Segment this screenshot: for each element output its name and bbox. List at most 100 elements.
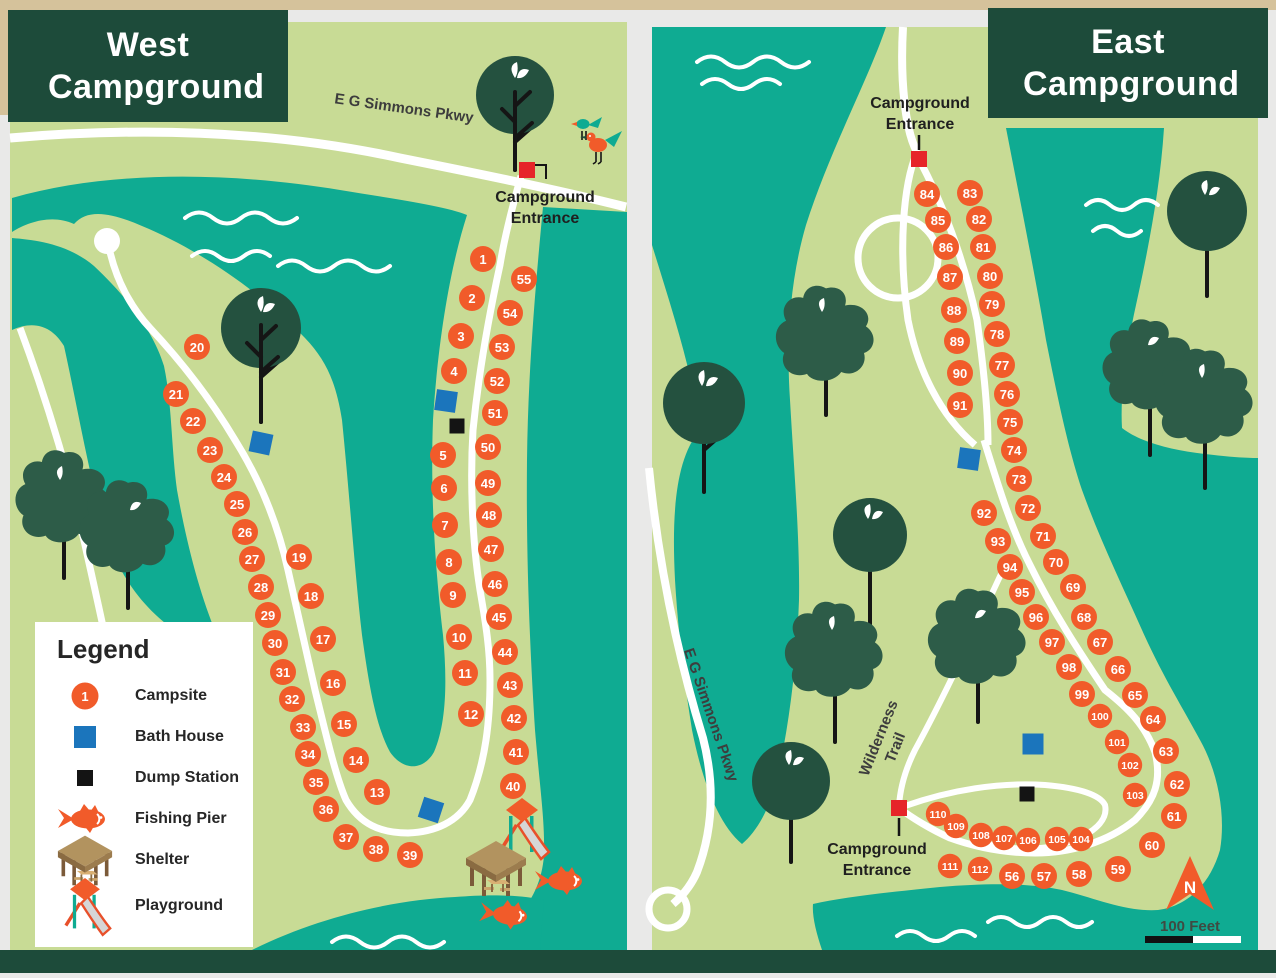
campsite-marker-50: 50 — [475, 434, 501, 460]
campsite-marker-49: 49 — [475, 470, 501, 496]
campsite-marker-1: 1 — [470, 246, 496, 272]
left-border — [0, 0, 8, 115]
west-entrance-label: Campground Entrance — [495, 189, 595, 227]
campsite-marker-71: 71 — [1030, 523, 1056, 549]
svg-text:65: 65 — [1128, 688, 1142, 703]
legend-row-playground: Playground — [57, 876, 253, 937]
campsite-marker-83: 83 — [957, 180, 983, 206]
top-border — [0, 0, 1276, 10]
campsite-marker-26: 26 — [232, 519, 258, 545]
svg-text:75: 75 — [1003, 415, 1017, 430]
campground-entrance-marker — [891, 800, 907, 816]
playground-icon — [57, 873, 113, 939]
svg-text:20: 20 — [190, 340, 204, 355]
water-waves — [695, 54, 1160, 943]
svg-text:111: 111 — [942, 861, 959, 873]
svg-text:66: 66 — [1111, 662, 1125, 677]
campsite-marker-89: 89 — [944, 328, 970, 354]
svg-text:102: 102 — [1121, 760, 1139, 772]
svg-text:5: 5 — [439, 448, 446, 463]
svg-text:16: 16 — [326, 676, 340, 691]
svg-text:103: 103 — [1126, 790, 1144, 802]
svg-text:98: 98 — [1062, 660, 1076, 675]
campsite-marker-21: 21 — [163, 381, 189, 407]
campsite-marker-63: 63 — [1153, 738, 1179, 764]
campsite-marker-42: 42 — [501, 705, 527, 731]
svg-text:11: 11 — [458, 666, 472, 681]
svg-text:101: 101 — [1108, 737, 1126, 749]
svg-text:79: 79 — [985, 297, 999, 312]
svg-text:6: 6 — [440, 481, 447, 496]
scale-bar — [1145, 936, 1241, 943]
campsite-marker-34: 34 — [295, 741, 321, 767]
svg-text:64: 64 — [1146, 712, 1161, 727]
campsite-marker-76: 76 — [994, 381, 1020, 407]
svg-text:2: 2 — [468, 291, 475, 306]
svg-text:38: 38 — [369, 842, 383, 857]
campground-entrance-marker — [519, 162, 535, 178]
campsite-marker-84: 84 — [914, 181, 940, 207]
campsite-marker-86: 86 — [933, 234, 959, 260]
svg-text:4: 4 — [450, 364, 458, 379]
birds-icon — [571, 117, 622, 165]
campsite-marker-33: 33 — [290, 714, 316, 740]
svg-text:90: 90 — [953, 366, 967, 381]
svg-text:72: 72 — [1021, 501, 1035, 516]
svg-text:55: 55 — [517, 272, 531, 287]
svg-text:10: 10 — [452, 630, 466, 645]
svg-text:60: 60 — [1145, 838, 1159, 853]
svg-text:77: 77 — [995, 358, 1009, 373]
campsite-marker-15: 15 — [331, 711, 357, 737]
campsite-marker-56: 56 — [999, 863, 1025, 889]
campsite-marker-109: 109 — [943, 813, 969, 839]
svg-text:108: 108 — [972, 830, 990, 842]
campsite-marker-69: 69 — [1060, 574, 1086, 600]
svg-text:52: 52 — [490, 374, 504, 389]
svg-text:40: 40 — [506, 779, 520, 794]
svg-text:1: 1 — [479, 252, 486, 267]
svg-text:68: 68 — [1077, 610, 1091, 625]
svg-text:89: 89 — [950, 334, 964, 349]
campsite-marker-52: 52 — [484, 368, 510, 394]
campsite-marker-55: 55 — [511, 266, 537, 292]
svg-text:30: 30 — [268, 636, 282, 651]
svg-text:86: 86 — [939, 240, 953, 255]
svg-text:59: 59 — [1111, 862, 1125, 877]
svg-text:46: 46 — [488, 577, 502, 592]
svg-text:35: 35 — [309, 775, 323, 790]
svg-text:69: 69 — [1066, 580, 1080, 595]
svg-text:106: 106 — [1019, 835, 1037, 847]
svg-text:25: 25 — [230, 497, 244, 512]
campsite-marker-74: 74 — [1001, 437, 1027, 463]
campsite-marker-46: 46 — [482, 571, 508, 597]
svg-text:23: 23 — [203, 443, 217, 458]
campsite-marker-79: 79 — [979, 291, 1005, 317]
campsite-marker-54: 54 — [497, 300, 523, 326]
campsite-marker-88: 88 — [941, 297, 967, 323]
svg-text:83: 83 — [963, 186, 977, 201]
svg-text:15: 15 — [337, 717, 351, 732]
campsite-marker-59: 59 — [1105, 856, 1131, 882]
svg-text:70: 70 — [1049, 555, 1063, 570]
campsite-marker-30: 30 — [262, 630, 288, 656]
svg-text:18: 18 — [304, 589, 318, 604]
svg-text:95: 95 — [1015, 585, 1029, 600]
campsite-marker-68: 68 — [1071, 604, 1097, 630]
svg-text:62: 62 — [1170, 777, 1184, 792]
svg-text:80: 80 — [983, 269, 997, 284]
campsite-marker-43: 43 — [497, 672, 523, 698]
svg-text:29: 29 — [261, 608, 275, 623]
svg-text:105: 105 — [1048, 834, 1066, 846]
svg-text:47: 47 — [484, 542, 498, 557]
campsite-marker-22: 22 — [180, 408, 206, 434]
campsite-marker-85: 85 — [925, 207, 951, 233]
svg-text:56: 56 — [1005, 869, 1019, 884]
svg-text:100: 100 — [1091, 711, 1109, 723]
dump-station-marker — [1019, 786, 1035, 802]
svg-text:57: 57 — [1037, 869, 1051, 884]
svg-text:39: 39 — [403, 848, 417, 863]
legend-row-dump-station: Dump Station — [57, 757, 253, 798]
campsite-marker-31: 31 — [270, 659, 296, 685]
svg-text:37: 37 — [339, 830, 353, 845]
